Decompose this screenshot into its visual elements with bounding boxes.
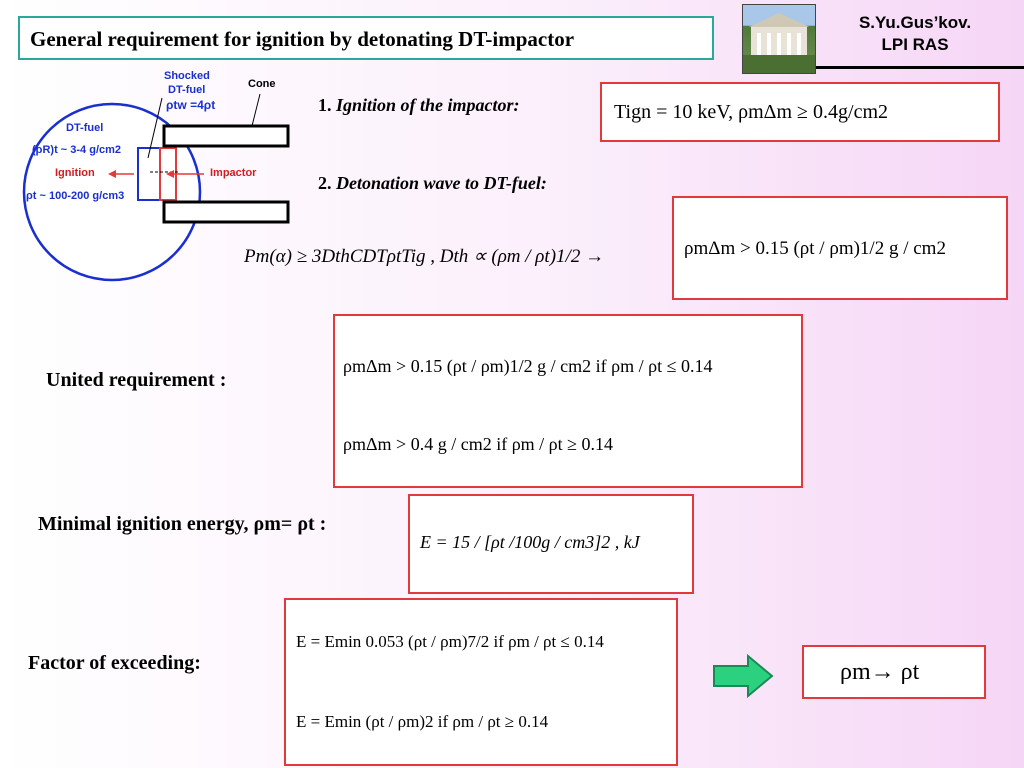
title-box: General requirement for ignition by deto… xyxy=(18,16,714,60)
section1-heading: 1. Ignition of the impactor: xyxy=(318,95,520,116)
author-divider xyxy=(816,66,1024,69)
section1-number: 1. xyxy=(318,95,332,115)
building-photo xyxy=(742,4,816,74)
section2-number: 2. xyxy=(318,173,332,193)
slide-title: General requirement for ignition by deto… xyxy=(30,27,575,51)
factor-equation-1: E = Emin 0.053 (ρt / ρm)7/2 if ρm / ρt ≤… xyxy=(296,632,604,651)
factor-box: E = Emin 0.053 (ρt / ρm)7/2 if ρm / ρt ≤… xyxy=(284,598,678,766)
minimal-box: E = 15 / [ρt /100g / cm3]2 , kJ xyxy=(408,494,694,594)
detonation-equation: Pm(α) ≥ 3DthCDTρtTig , Dth ∝ (ρm / ρt)1/… xyxy=(244,246,605,267)
building-image xyxy=(743,13,815,73)
label-impactor: Impactor xyxy=(210,167,257,179)
label-rho-tw: ρtw =4ρt xyxy=(166,98,216,112)
result-text: ρm→ ρt xyxy=(840,659,920,685)
section2-heading: 2. Detonation wave to DT-fuel: xyxy=(318,173,547,194)
detonation-result-box: ρmΔm > 0.15 (ρt / ρm)1/2 g / cm2 xyxy=(672,196,1008,300)
ignition-equation-box: Tign = 10 keV, ρmΔm ≥ 0.4g/cm2 xyxy=(600,82,1000,142)
minimal-label: Minimal ignition energy, ρm= ρt : xyxy=(38,513,327,535)
united-equation-1: ρmΔm > 0.15 (ρt / ρm)1/2 g / cm2 if ρm /… xyxy=(343,356,713,376)
right-arrow-icon xyxy=(713,654,774,698)
united-box: ρmΔm > 0.15 (ρt / ρm)1/2 g / cm2 if ρm /… xyxy=(333,314,803,488)
label-dtfuel: DT-fuel xyxy=(66,122,104,134)
detonation-result-equation: ρmΔm > 0.15 (ρt / ρm)1/2 g / cm2 xyxy=(684,238,946,259)
section1-text: Ignition of the impactor: xyxy=(336,95,520,115)
united-equation-2: ρmΔm > 0.4 g / cm2 if ρm / ρt ≥ 0.14 xyxy=(343,434,614,454)
author-org: LPI RAS xyxy=(881,35,949,54)
label-shocked: Shocked xyxy=(164,70,210,82)
ignition-equation: Tign = 10 keV, ρmΔm ≥ 0.4g/cm2 xyxy=(614,101,889,123)
united-label: United requirement : xyxy=(46,369,227,391)
label-rhot: ρt ~ 100-200 g/cm3 xyxy=(26,190,125,202)
label-cone: Cone xyxy=(248,78,276,90)
author-name: S.Yu.Gus’kov. xyxy=(858,13,972,32)
label-rhoR: (ρR)t ~ 3-4 g/cm2 xyxy=(32,144,122,156)
result-box: ρm→ ρt xyxy=(802,645,986,699)
factor-equation-2: E = Emin (ρt / ρm)2 if ρm / ρt ≥ 0.14 xyxy=(296,712,549,731)
label-dtfuel-shocked: DT-fuel xyxy=(168,84,206,96)
section2-text: Detonation wave to DT-fuel: xyxy=(336,173,547,193)
label-ignition: Ignition xyxy=(55,167,95,179)
factor-label: Factor of exceeding: xyxy=(28,652,201,674)
minimal-equation: E = 15 / [ρt /100g / cm3]2 , kJ xyxy=(420,532,640,552)
author-block: S.Yu.Gus’kov. LPI RAS xyxy=(820,12,1010,56)
target-diagram xyxy=(22,93,290,282)
